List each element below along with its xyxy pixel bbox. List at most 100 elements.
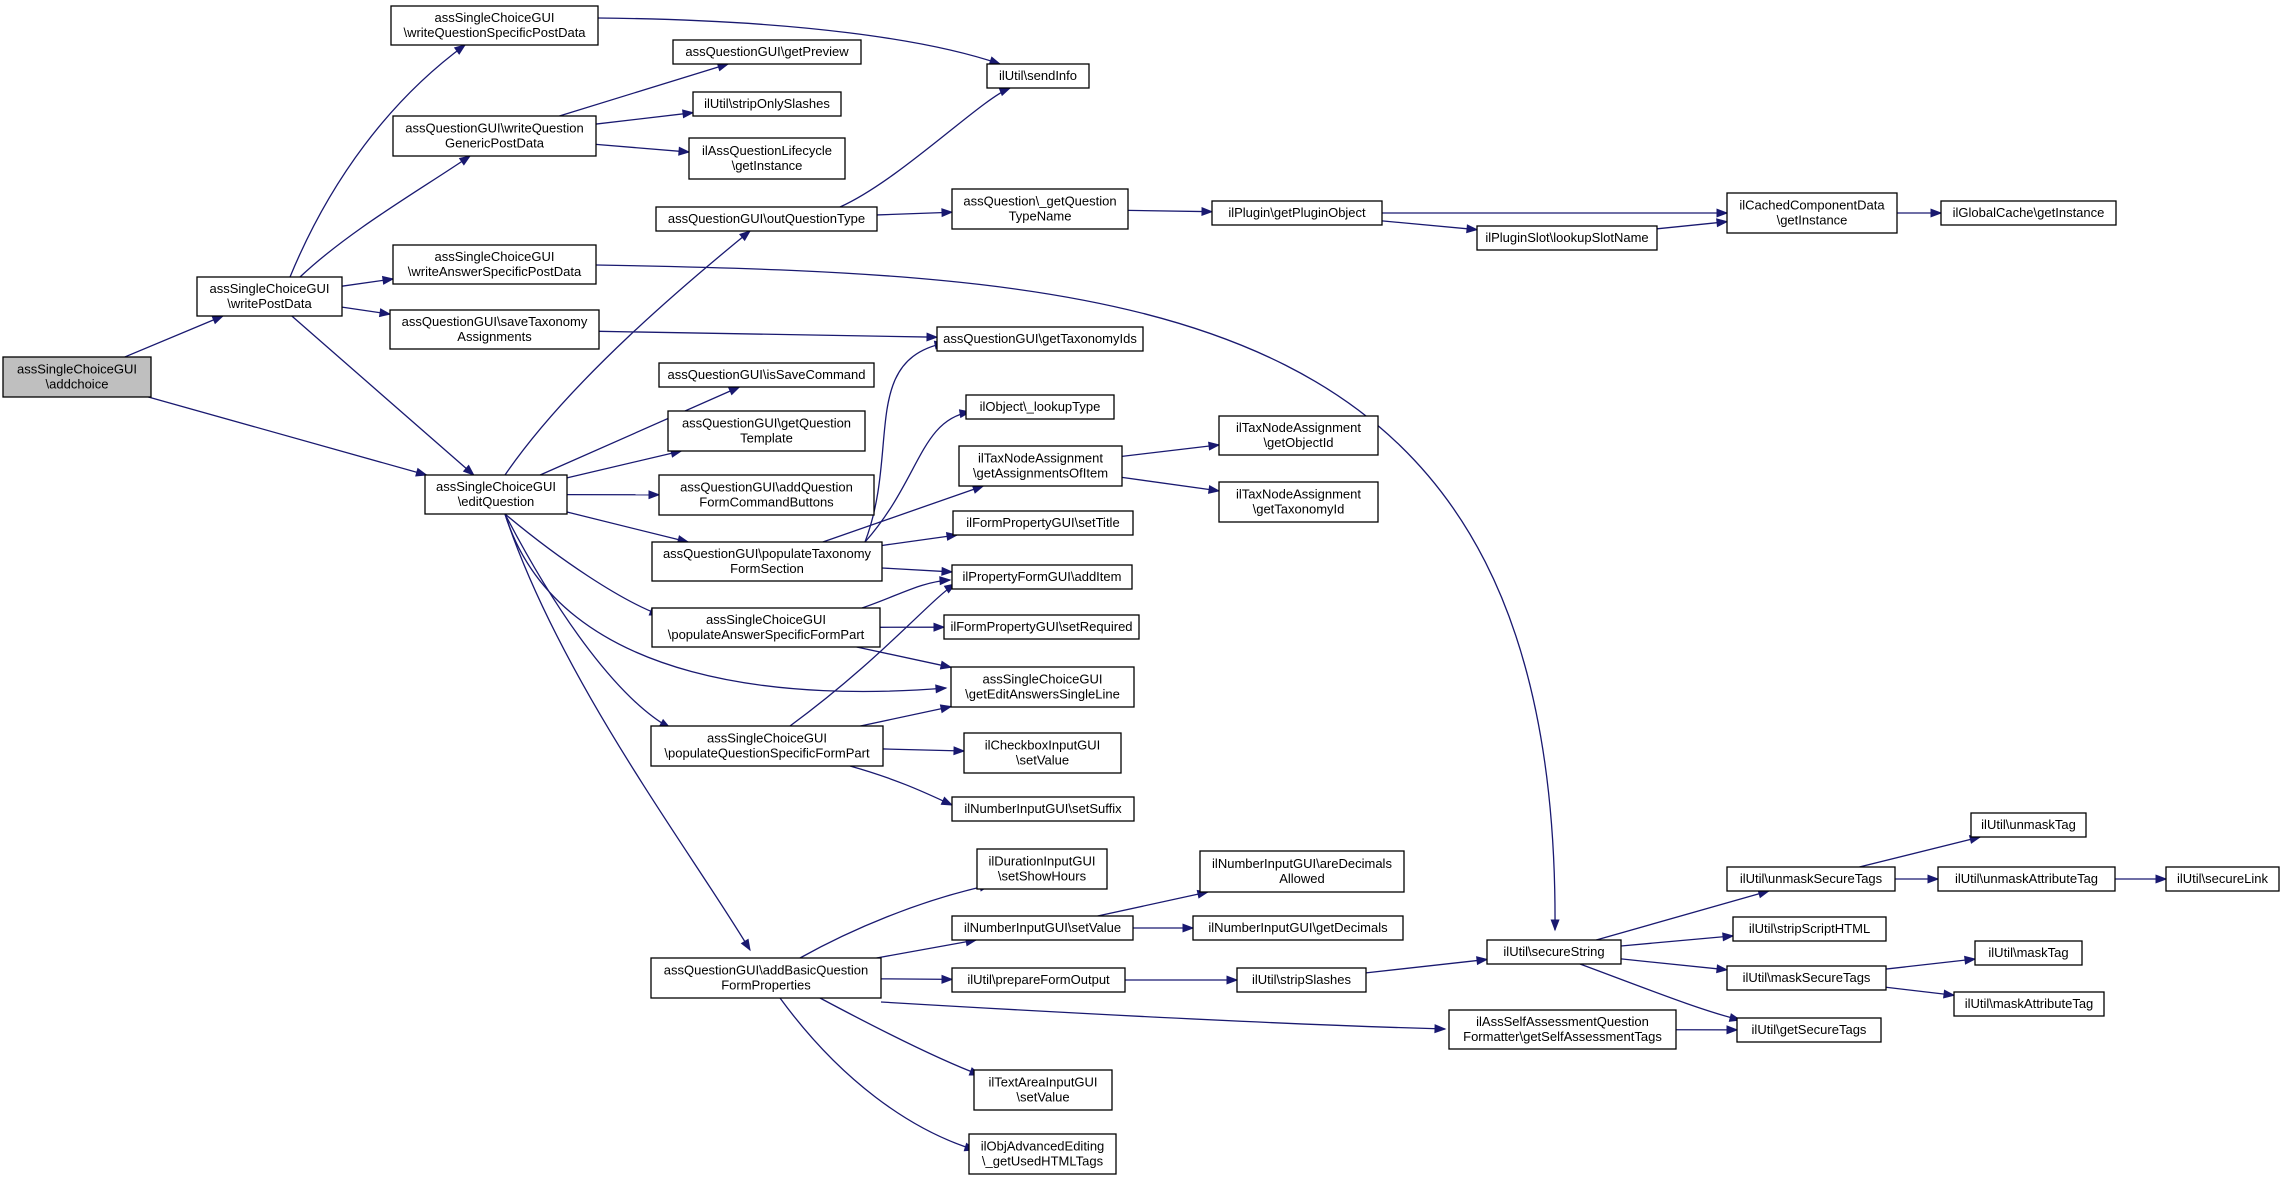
function-node-setrequired[interactable]: ilFormPropertyGUI\setRequired [943,614,1140,640]
function-node-setsuffix[interactable]: ilNumberInputGUI\setSuffix [951,796,1135,822]
function-node-editquestion[interactable]: assSingleChoiceGUI\editQuestion [424,474,568,515]
node-label: \setValue [1016,1090,1069,1105]
function-node-getpluginobject[interactable]: ilPlugin\getPluginObject [1211,200,1383,226]
function-node-checkboxsetvalue[interactable]: ilCheckboxInputGUI\setValue [963,732,1122,774]
function-node-lookupslotname[interactable]: ilPluginSlot\lookupSlotName [1476,225,1658,251]
function-node-writeqspecpost[interactable]: assSingleChoiceGUI\writeQuestionSpecific… [390,5,599,46]
function-node-populatetaxonomy[interactable]: assQuestionGUI\populateTaxonomyFormSecti… [651,541,883,582]
edge-line [849,765,953,806]
function-node-securestring[interactable]: ilUtil\secureString [1486,939,1622,965]
function-node-textareasetvalue[interactable]: ilTextAreaInputGUI\setValue [973,1069,1113,1111]
node-box [1192,915,1404,941]
node-label: \setValue [1016,753,1069,768]
node-box [1940,200,2117,226]
function-node-securelink[interactable]: ilUtil\secureLink [2165,866,2280,892]
function-node-sendinfo[interactable]: ilUtil\sendInfo [986,63,1090,89]
arrowhead-icon [1716,964,1729,974]
function-node-populateanswerspec[interactable]: assSingleChoiceGUI\populateAnswerSpecifi… [651,607,881,648]
node-box [1726,866,1896,892]
function-node-getassignmentsofitem[interactable]: ilTaxNodeAssignment\getAssignmentsOfItem [958,445,1123,487]
call-edge [299,155,472,278]
call-edge [1885,955,1977,970]
call-edge [1897,208,1943,218]
node-label: ilUtil\stripScriptHTML [1749,921,1870,936]
arrowhead-icon [453,44,467,55]
node-label: assSingleChoiceGUI [210,281,330,296]
function-node-cachedgetinstance[interactable]: ilCachedComponentData\getInstance [1726,192,1898,234]
function-node-additem[interactable]: ilPropertyFormGUI\addItem [951,564,1133,590]
function-node-getobjectid[interactable]: ilTaxNodeAssignment\getObjectId [1218,415,1379,456]
arrowhead-icon [682,109,695,119]
function-node-getpreview[interactable]: assQuestionGUI\getPreview [672,39,862,65]
function-node-unmasktag[interactable]: ilUtil\unmaskTag [1970,812,2087,838]
function-node-stripscripthtml[interactable]: ilUtil\stripScriptHTML [1732,916,1887,942]
arrowhead-icon [1201,206,1214,217]
function-node-geteditanswerssingleline[interactable]: assSingleChoiceGUI\getEditAnswersSingleL… [950,666,1135,708]
function-node-striponlyslashes[interactable]: ilUtil\stripOnlySlashes [692,91,842,117]
function-node-getdecimals[interactable]: ilNumberInputGUI\getDecimals [1192,915,1404,941]
function-node-addbasicquestionformprops[interactable]: assQuestionGUI\addBasicQuestionFormPrope… [650,957,882,999]
function-node-numbersetvalue[interactable]: ilNumberInputGUI\setValue [951,915,1134,941]
function-node-writeqgenericpost[interactable]: assQuestionGUI\writeQuestionGenericPostD… [392,115,597,157]
call-edge [566,490,661,500]
function-node-unmaskattributetag[interactable]: ilUtil\unmaskAttributeTag [1937,866,2116,892]
call-edge [1895,874,1940,884]
function-node-writepostdata[interactable]: assSingleChoiceGUI\writePostData [196,276,343,317]
arrowhead-icon [941,974,954,984]
node-label: ilTextAreaInputGUI [988,1075,1097,1090]
function-node-getusedhtmltags[interactable]: ilObjAdvancedEditing\_getUsedHTMLTags [968,1133,1117,1175]
node-box [1953,991,2105,1017]
node-label: assQuestionGUI\saveTaxonomy [402,314,588,329]
function-node-settitle[interactable]: ilFormPropertyGUI\setTitle [952,510,1134,536]
call-edge [1885,986,1956,999]
call-edge [1381,220,1479,234]
function-node-lifecyclegetinstance[interactable]: ilAssQuestionLifecycle\getInstance [688,137,846,180]
arrowhead-icon [939,576,952,586]
function-node-selfassessmenttags[interactable]: ilAssSelfAssessmentQuestionFormatter\get… [1448,1009,1677,1050]
function-node-stripslashes[interactable]: ilUtil\stripSlashes [1236,967,1367,993]
node-label: ilFormPropertyGUI\setTitle [966,515,1119,530]
function-node-unmasksecuretags[interactable]: ilUtil\unmaskSecureTags [1726,866,1896,892]
arrowhead-icon [462,464,475,476]
node-label: ilNumberInputGUI\getDecimals [1208,920,1388,935]
function-node-masksecuretags[interactable]: ilUtil\maskSecureTags [1726,965,1887,991]
function-node-writeanswerspecpost[interactable]: assSingleChoiceGUI\writeAnswerSpecificPo… [392,244,597,285]
function-node-getsecuretags[interactable]: ilUtil\getSecureTags [1736,1017,1882,1043]
arrowhead-icon [378,308,392,318]
function-node-addquestionformcmdbtns[interactable]: assQuestionGUI\addQuestionFormCommandBut… [658,474,875,516]
node-label: ilUtil\maskAttributeTag [1965,996,2094,1011]
function-node-gettaxonomyids[interactable]: assQuestionGUI\getTaxonomyIds [936,326,1144,352]
function-node-setshowhours[interactable]: ilDurationInputGUI\setShowHours [976,848,1108,890]
function-node-maskattributetag[interactable]: ilUtil\maskAttributeTag [1953,991,2105,1017]
function-node-lookuptype[interactable]: ilObject\_lookupType [965,394,1115,420]
call-edge [504,513,672,729]
arrowhead-icon [211,315,225,325]
arrowhead-icon [458,155,472,166]
node-box [2165,866,2280,892]
edge-line [819,997,981,1076]
function-node-masktag[interactable]: ilUtil\maskTag [1974,940,2083,966]
function-node-globalcachegetinstance[interactable]: ilGlobalCache\getInstance [1940,200,2117,226]
call-edge [879,622,946,632]
node-label: ilObjAdvancedEditing [981,1139,1105,1154]
node-label: ilUtil\sendInfo [999,68,1077,83]
function-node-populatequestionspec[interactable]: assSingleChoiceGUI\populateQuestionSpeci… [650,725,884,767]
function-node-prepareformoutput[interactable]: ilUtil\prepareFormOutput [951,967,1126,993]
function-node-outquestiontype[interactable]: assQuestionGUI\outQuestionType [655,206,878,232]
function-node-gettaxonomyid[interactable]: ilTaxNodeAssignment\getTaxonomyId [1218,481,1379,523]
arrowhead-icon [1930,208,1943,218]
edge-line [595,143,690,153]
node-box [963,732,1122,774]
edge-line [299,155,471,278]
edge-line [882,748,965,752]
call-edge [881,566,954,576]
call-edge [856,646,953,670]
function-node-issavecommand[interactable]: assQuestionGUI\isSaveCommand [658,362,875,388]
arrowhead-icon [381,275,395,285]
function-node-addchoice[interactable]: assSingleChoiceGUI\addchoice [2,356,152,398]
node-box [952,510,1134,536]
